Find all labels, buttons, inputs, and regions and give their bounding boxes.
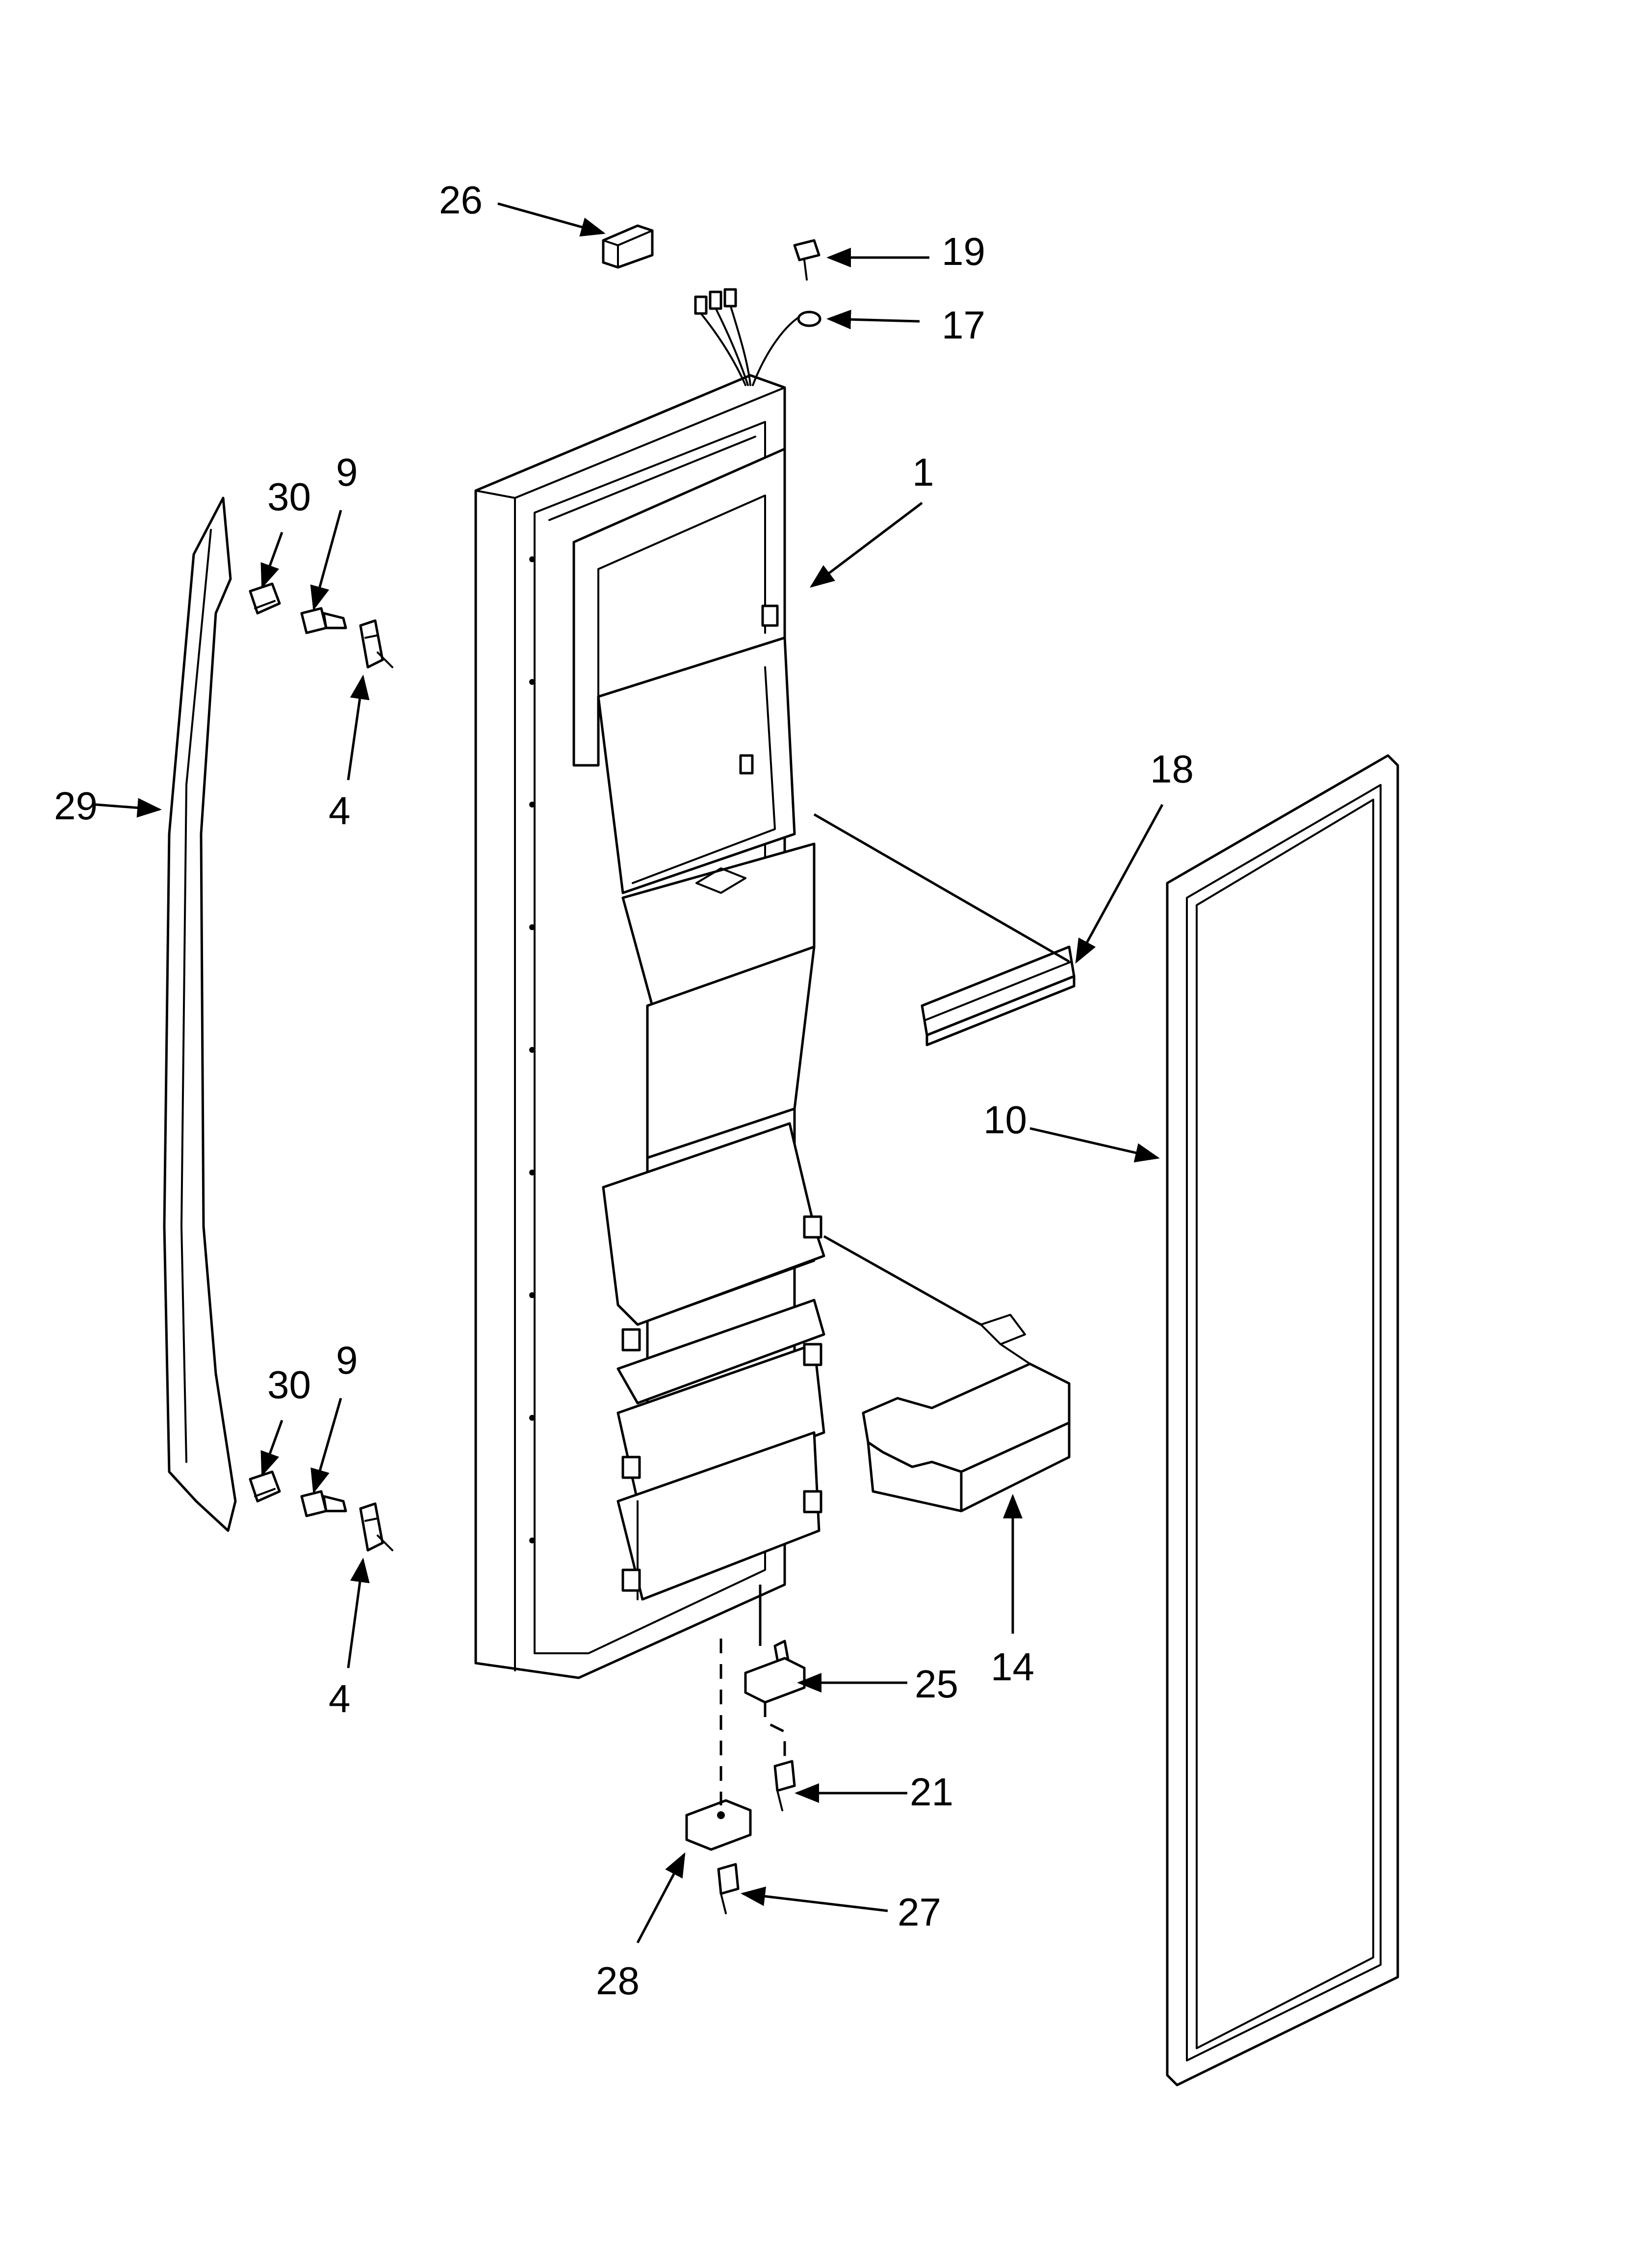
callout-labels: 26 19 17 1 9 30 4 29 18 10 9 30 14 4 25 … [54, 178, 1194, 2003]
callout-9-upper: 9 [336, 450, 358, 494]
handle-clip-upper [359, 619, 393, 669]
callout-28: 28 [596, 1959, 640, 2003]
ground-screw [793, 239, 821, 281]
callout-29: 29 [54, 784, 98, 828]
callout-21: 21 [910, 1770, 953, 1814]
callout-4-upper: 4 [329, 789, 351, 833]
callout-26: 26 [439, 178, 483, 222]
callout-9-lower: 9 [336, 1338, 358, 1382]
callout-19: 19 [942, 230, 985, 273]
callout-17: 17 [942, 303, 985, 347]
callout-27: 27 [898, 1890, 941, 1934]
flange-screw-dots [529, 556, 535, 1543]
door-panel [474, 288, 825, 1679]
callout-14: 14 [991, 1645, 1034, 1689]
door-handle [163, 496, 237, 1532]
callout-25: 25 [915, 1662, 958, 1706]
handle-screw-lower [249, 1470, 281, 1503]
mounting-screw-upper [300, 607, 347, 634]
callout-30-upper: 30 [267, 475, 311, 519]
hinge-pin [744, 1640, 806, 1704]
bracket-screw [717, 1863, 740, 1914]
bottom-bracket [685, 1799, 752, 1851]
trim-strip [921, 945, 1076, 1046]
mounting-screw-lower [300, 1490, 347, 1517]
connector-cover [602, 224, 654, 269]
callout-4-lower: 4 [329, 1677, 351, 1721]
callout-arrows [95, 202, 1164, 1944]
ground-terminal [797, 311, 821, 327]
door-bin [862, 1314, 1071, 1512]
connection-lines [719, 813, 1070, 1805]
callout-30-lower: 30 [267, 1363, 311, 1407]
handle-screw-upper [249, 582, 281, 615]
handle-clip-lower [359, 1502, 393, 1552]
callout-18: 18 [1150, 747, 1194, 791]
callout-1: 1 [912, 450, 934, 494]
door-gasket [1166, 754, 1399, 2086]
hinge-screw [773, 1760, 796, 1811]
callout-10: 10 [983, 1098, 1027, 1142]
